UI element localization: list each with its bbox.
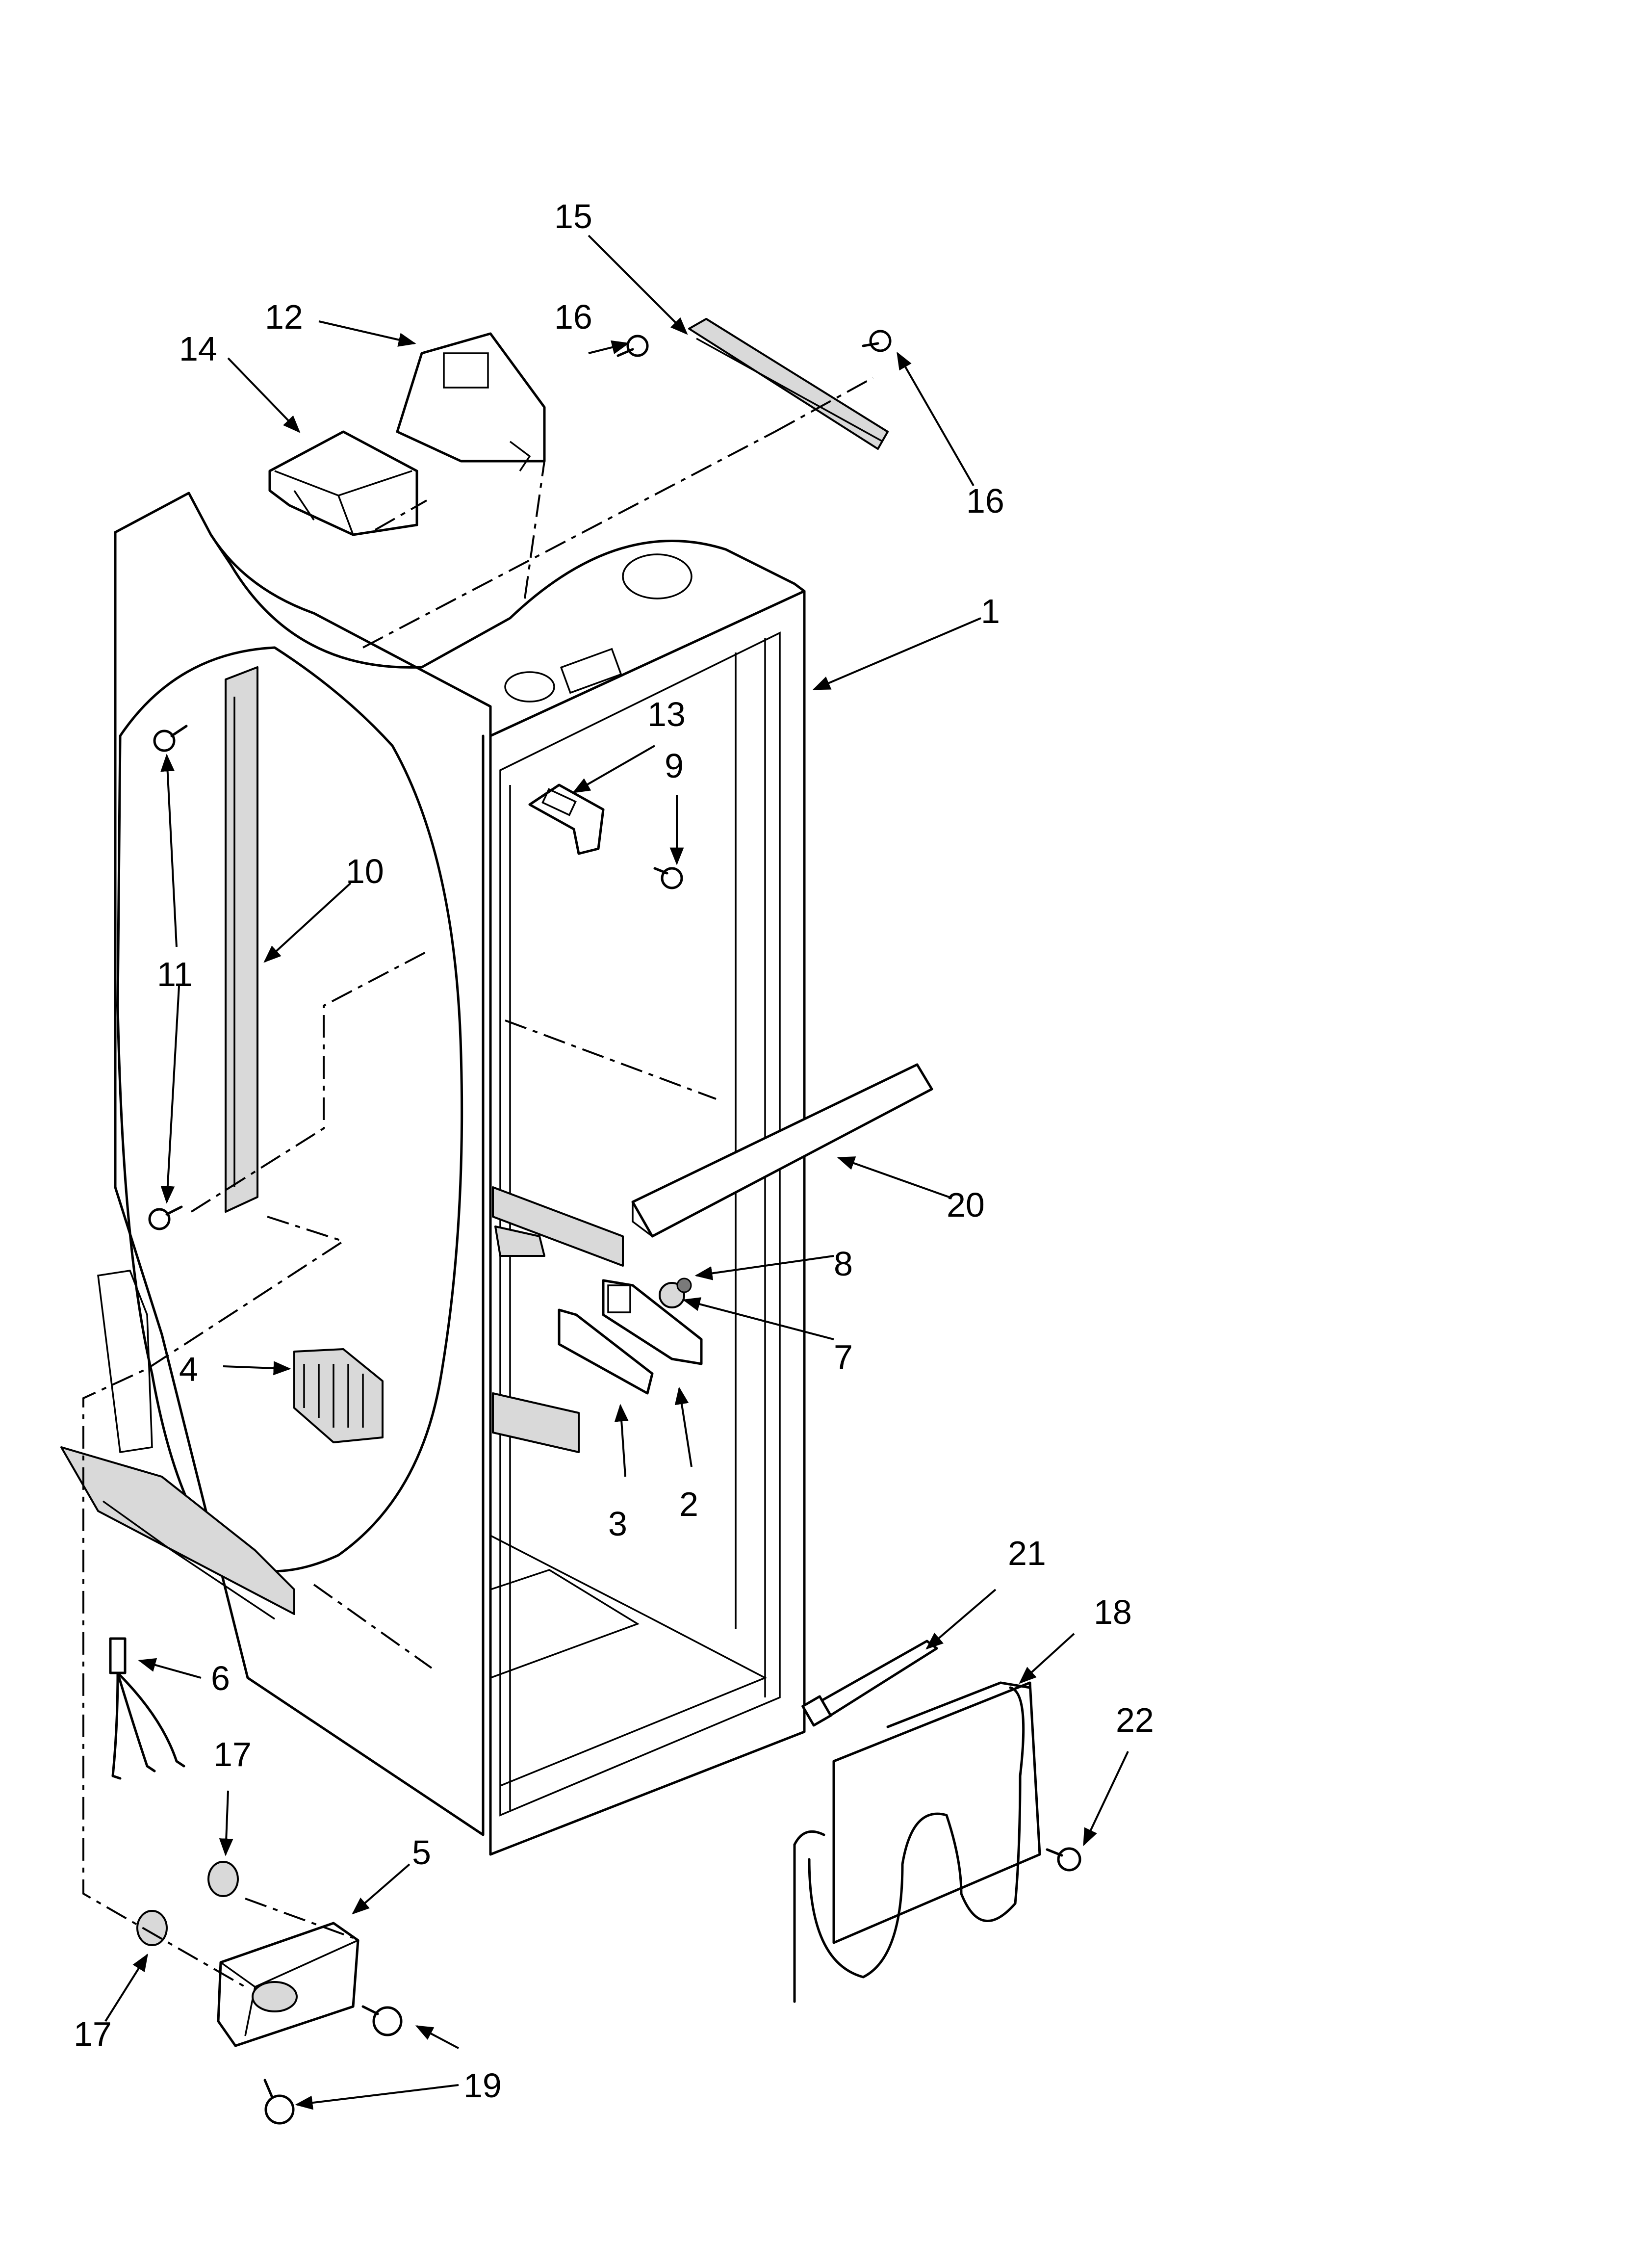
liner-left-wall [114,531,485,1836]
label-20: 20 [947,1186,985,1224]
shelf-support-lower [492,1392,580,1453]
callout-labels: 15 12 16 14 16 1 13 9 10 11 20 8 7 4 2 3… [74,197,1154,2105]
label-13: 13 [647,695,686,733]
part-19-bulb-upper [361,2005,403,2036]
screw-11-lower [148,1205,183,1230]
label-12: 12 [265,298,303,336]
liner-lower-left [97,1270,153,1454]
screw-16b [616,335,649,357]
label-4: 4 [179,1350,198,1388]
label-15: 15 [554,197,592,235]
shelf-support-upper [492,1186,624,1267]
label-18: 18 [1094,1593,1132,1631]
label-10: 10 [346,852,384,890]
part-19-bulb-lower [263,2079,295,2125]
part-18-defrost-heater [793,1681,1041,2003]
label-17b: 17 [74,2015,112,2053]
label-19: 19 [463,2066,502,2105]
label-3: 3 [608,1505,627,1543]
part-20-shelf-frame [631,1063,933,1238]
label-8: 8 [834,1245,853,1283]
liner-top-rim [114,492,806,737]
part-3-bracket [558,1308,654,1395]
part-4-grille [293,1348,384,1443]
part-5-lamp-housing [217,1922,359,2047]
liner-bottom-pan [490,1535,768,1787]
label-6: 6 [211,1659,230,1697]
part-12-housing-bracket [396,332,546,471]
part-13-bracket [528,783,605,855]
shelf-rail [225,666,258,1213]
screw-16a [862,330,892,352]
part-17-socket-lower [136,1910,168,1946]
part-6-wire-harness [109,1637,185,1780]
liner-front-inner [499,631,781,1817]
screw-9 [653,867,683,889]
label-16a: 16 [554,298,592,336]
liner-back-cutaway [116,646,463,1573]
assembly-lines [82,377,873,1988]
part-15-top-channel [688,318,889,450]
label-2: 2 [679,1485,698,1523]
label-5: 5 [412,1833,431,1872]
part-17-socket-upper [207,1861,239,1897]
part-2-bracket [602,1279,703,1365]
label-17a: 17 [213,1735,252,1773]
part-7-8-roller [659,1277,692,1308]
label-16b: 16 [966,482,1004,520]
screw-11-upper [153,725,188,752]
label-1: 1 [981,592,1000,630]
label-9: 9 [665,747,684,785]
label-21: 21 [1008,1534,1046,1572]
label-11: 11 [157,955,193,993]
screw-22 [1046,1847,1081,1872]
label-7: 7 [834,1338,853,1376]
leader-arrows [104,235,1129,2110]
part-21-tie-strap [801,1640,938,1727]
part-14-control-module [268,430,418,536]
label-14: 14 [179,330,217,368]
label-22: 22 [1116,1701,1154,1739]
